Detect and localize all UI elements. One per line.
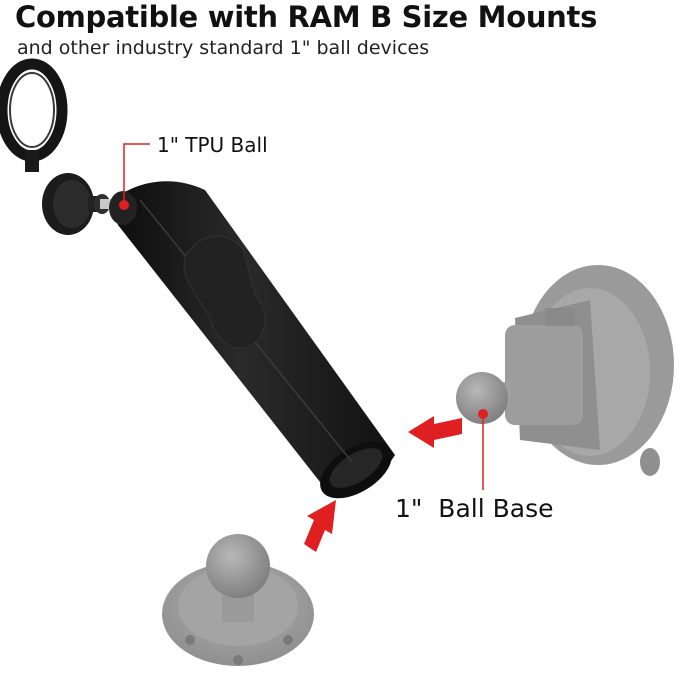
ring-holder xyxy=(0,58,68,172)
knob xyxy=(42,173,114,235)
subheadline: and other industry standard 1" ball devi… xyxy=(17,37,430,59)
tpu-ball-label: 1" TPU Ball xyxy=(157,133,268,157)
ball-base-label: 1" Ball Base xyxy=(395,494,554,523)
arrow-left-icon xyxy=(408,416,462,448)
arrow-up-icon xyxy=(304,500,336,552)
suction-cup-mount xyxy=(456,265,674,476)
headline: Compatible with RAM B Size Mounts xyxy=(15,0,598,34)
double-socket-arm xyxy=(109,181,395,499)
ball-base-callout xyxy=(478,409,488,490)
tpu-ball-callout xyxy=(119,143,150,210)
round-plate-mount xyxy=(162,534,314,666)
